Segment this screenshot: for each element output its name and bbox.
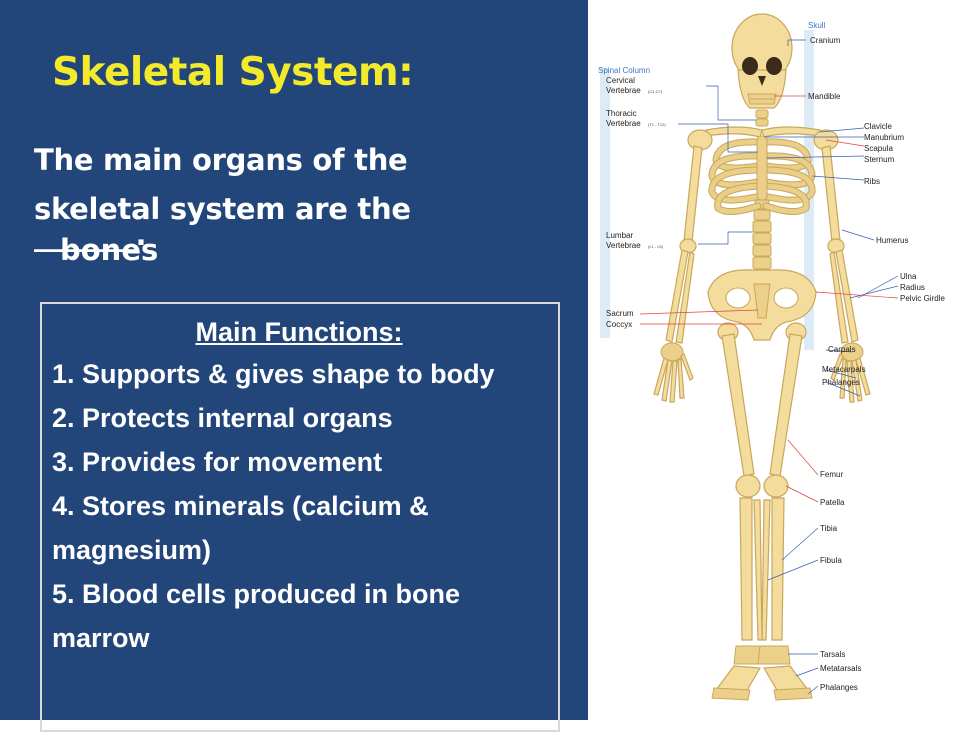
left-arm [653, 145, 703, 403]
label-cervical-vertebrae: Vertebrae [606, 86, 641, 95]
label-lumbar-vertebrae: Vertebrae [606, 241, 641, 250]
label-metacarpals: Metacarpals [822, 365, 866, 374]
left-leg [711, 322, 767, 701]
label-coccyx: Coccyx [606, 320, 632, 329]
label-lumbar-range: (L1 - L5) [648, 244, 664, 249]
functions-list: 1. Supports & gives shape to body 2. Pro… [52, 352, 546, 660]
slide-title: Skeletal System: [52, 50, 414, 95]
label-scapula: Scapula [864, 144, 893, 153]
pelvis [707, 269, 817, 341]
function-item: 1. Supports & gives shape to body [52, 359, 495, 389]
label-cranium: Cranium [810, 36, 841, 45]
right-leg [757, 322, 813, 701]
spine [752, 109, 772, 270]
label-tarsals: Tarsals [820, 650, 845, 659]
right-leader-lines [764, 39, 899, 695]
label-skull: Skull [808, 21, 826, 30]
fill-in-blank: _______. [34, 218, 147, 252]
label-patella: Patella [820, 498, 845, 507]
diagram-guide-bar [600, 68, 610, 338]
label-thoracic: Thoracic [606, 109, 637, 118]
label-lumbar: Lumbar [606, 231, 633, 240]
skeleton-diagram: .bone { fill: #f3dc9c; stroke: #c9a75d; … [598, 13, 945, 701]
function-item: 3. Provides for movement [52, 447, 383, 477]
content-panel: Skeletal System: The main organs of the … [0, 0, 588, 732]
label-cervical: Cervical [606, 76, 635, 85]
label-tibia: Tibia [820, 524, 838, 533]
label-sacrum: Sacrum [606, 309, 634, 318]
function-item: 5. Blood cells produced in bone marrow [52, 579, 461, 653]
rib-cage [708, 135, 816, 215]
label-cervical-range: (C1-C7) [648, 89, 663, 94]
label-ulna: Ulna [900, 272, 917, 281]
label-carpals: Carpals [828, 345, 856, 354]
label-sternum: Sternum [864, 155, 895, 164]
shoulder-girdle [687, 126, 839, 151]
label-radius: Radius [900, 283, 925, 292]
functions-box: Main Functions: 1. Supports & gives shap… [40, 302, 560, 732]
label-thoracic-vertebrae: Vertebrae [606, 119, 641, 128]
label-femur: Femur [820, 470, 843, 479]
label-phalanges-hand: Phalanges [822, 378, 860, 387]
label-metatarsals: Metatarsals [820, 664, 861, 673]
label-phalanges-foot: Phalanges [820, 683, 858, 692]
skeleton-diagram-panel: .bone { fill: #f3dc9c; stroke: #c9a75d; … [588, 0, 960, 720]
blank-answer: bones [60, 233, 159, 267]
label-manubrium: Manubrium [864, 133, 904, 142]
label-mandible: Mandible [808, 92, 841, 101]
label-humerus: Humerus [876, 236, 908, 245]
label-spinal-column: Spinal Column [598, 66, 650, 75]
functions-heading: Main Functions: [195, 317, 403, 347]
function-item: 2. Protects internal organs [52, 403, 393, 433]
label-thoracic-range: (T1 - T12) [648, 122, 666, 127]
skull [731, 13, 793, 109]
right-arm [821, 145, 871, 403]
label-ribs: Ribs [864, 177, 880, 186]
function-item: 4. Stores minerals (calcium & magnesium) [52, 491, 429, 565]
label-clavicle: Clavicle [864, 122, 893, 131]
intro-text: The main organs of the skeletal system a… [34, 143, 411, 226]
label-pelvic-girdle: Pelvic Girdle [900, 294, 945, 303]
label-fibula: Fibula [820, 556, 842, 565]
left-leader-lines [639, 85, 762, 325]
